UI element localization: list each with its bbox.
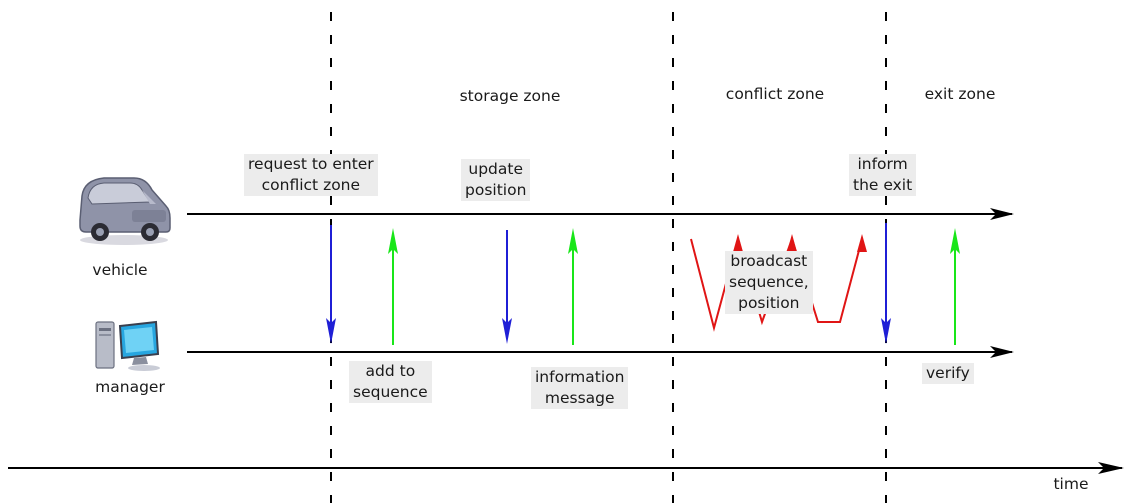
message-label-information-message: information message [531,367,629,409]
message-label-request: request to enter conflict zone [244,154,378,196]
time-axis-label: time [1053,475,1089,493]
message-label-broadcast: broadcast sequence, position [725,251,813,314]
message-arrow-update-position [502,230,512,344]
message-arrow-inform-exit [881,223,891,344]
vehicle-label: vehicle [92,261,148,279]
computer-icon [95,320,160,371]
message-label-update-position: update position [461,159,531,201]
message-arrow-verify [950,228,960,345]
zone-label-storage: storage zone [459,87,561,105]
zone-label-exit: exit zone [924,85,996,103]
message-label-add-to-sequence: add to sequence [349,361,432,403]
message-arrow-information-message [568,228,578,345]
message-label-verify: verify [922,363,974,384]
car-icon [79,177,171,245]
message-arrow-add-to-sequence [388,228,398,345]
message-label-inform-exit: inform the exit [849,154,917,196]
zone-label-conflict: conflict zone [725,85,825,103]
message-arrow-request [326,225,336,344]
manager-label: manager [95,378,165,396]
